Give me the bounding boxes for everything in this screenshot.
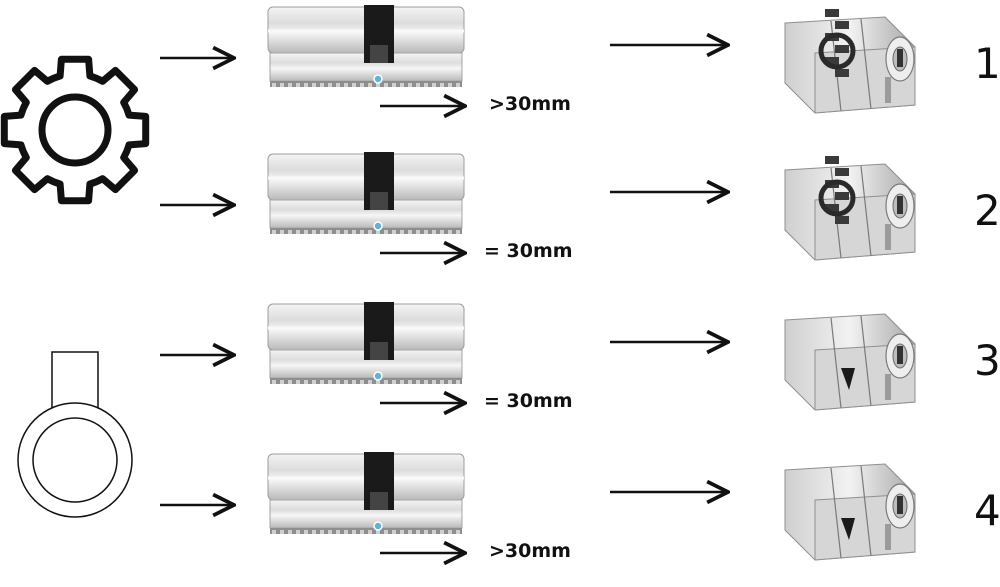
- measurement-label: = 30mm: [484, 240, 573, 262]
- cylinder-pin-dot: [373, 371, 383, 381]
- row-number: 4: [974, 486, 1000, 535]
- cylinder-pin-dot: [373, 221, 383, 231]
- cylinder-pin-dot: [373, 521, 383, 531]
- standard-cam-icon: [17, 351, 133, 518]
- gear-icon: [0, 55, 150, 205]
- row-number: 1: [974, 39, 1000, 88]
- diagram-row: [160, 302, 916, 411]
- cylinder-side-view: [267, 302, 465, 384]
- row-number: 2: [974, 186, 1000, 235]
- cylinder-side-view: [267, 452, 465, 534]
- diagram-row: [160, 152, 916, 261]
- measurement-label: = 30mm: [484, 390, 573, 412]
- cylinder-side-view: [267, 5, 465, 87]
- cylinder-pin-dot: [373, 74, 383, 84]
- diagram-row: [160, 452, 916, 561]
- cylinder-3d-view: [784, 463, 916, 561]
- cylinder-side-view: [267, 152, 465, 234]
- cylinder-3d-view: [784, 313, 916, 411]
- cylinder-3d-view: [784, 9, 916, 114]
- row-number: 3: [974, 336, 1000, 385]
- measurement-label: >30mm: [489, 540, 571, 562]
- measurement-label: >30mm: [489, 93, 571, 115]
- cylinder-3d-view: [784, 156, 916, 261]
- diagram-row: [160, 5, 916, 114]
